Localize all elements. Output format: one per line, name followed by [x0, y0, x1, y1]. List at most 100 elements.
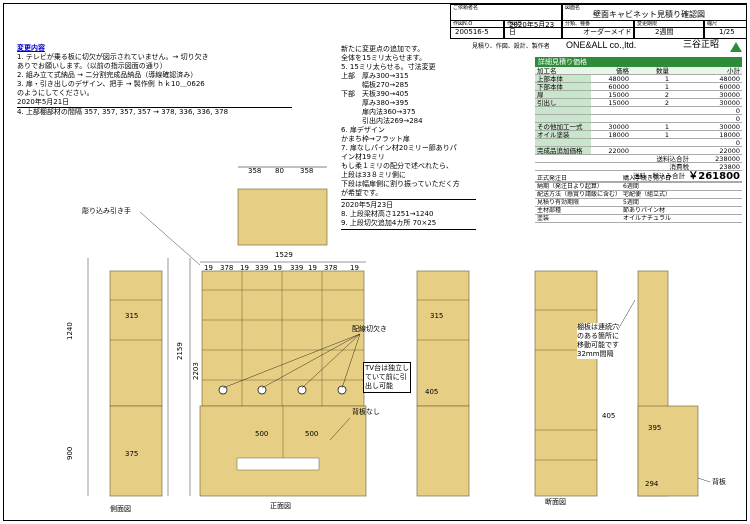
- dim-top-358a: 358: [248, 167, 261, 175]
- price-cell: 0: [735, 115, 740, 122]
- dim-col: 19: [350, 264, 359, 272]
- note-line: 下段は幅扉側に割り振っていただく方: [341, 180, 460, 188]
- price-cell: 扉: [535, 91, 591, 98]
- drawing-name-cell: 図面名 壁面キャビネット見積り確認図: [562, 4, 747, 28]
- scale-label: 縮尺: [707, 21, 718, 27]
- price-cell: 1: [664, 83, 669, 90]
- price-cell: 1: [664, 75, 669, 82]
- note-line: 厚み380→395: [341, 99, 409, 107]
- price-cell: オイル塗装: [535, 131, 591, 138]
- note-line: 引出内法269→284: [341, 117, 423, 125]
- scale-cell: 縮尺 1/25: [704, 20, 747, 39]
- dim-sec-w: 395: [648, 424, 661, 432]
- price-row: 0: [535, 115, 742, 123]
- price-cell: 完成品追加価格: [535, 147, 591, 154]
- price-cell: 18000: [719, 131, 740, 138]
- drawing-no-label: 作図N.O: [453, 21, 473, 27]
- dim-overall: 2203: [192, 362, 200, 380]
- dim-top-358b: 358: [300, 167, 313, 175]
- note-line: が希望です。: [341, 189, 383, 197]
- note-line: 2020年5月23日: [341, 201, 394, 209]
- spec-table: 正式発注日購入手続き完了日納期（発注日より起算）6週間配送方法（懸賞り請飯に含む…: [535, 175, 742, 223]
- note-line: 新たに変更点の追加です。: [341, 45, 425, 53]
- category-label: 分類、種番: [565, 21, 591, 27]
- total: ￥261800: [688, 171, 740, 181]
- section-view-3: [637, 405, 699, 497]
- dim-top-80: 80: [275, 167, 284, 175]
- notes-heading: 変更内容: [17, 44, 45, 52]
- dim-col: 19: [204, 264, 213, 272]
- right-tower-lower: [416, 405, 470, 497]
- drawing-date: 2020年5月23日: [509, 20, 555, 37]
- spec-value: オイルナチュラル: [623, 215, 672, 222]
- drawing-no-cell: 作図N.O 200516-5: [450, 20, 504, 39]
- drawing-name: 壁面キャビネット見積り確認図: [593, 10, 705, 20]
- col-header: 価格: [616, 67, 629, 74]
- drawing-no: 200516-5: [455, 28, 489, 37]
- spec-value: 6週間: [623, 183, 639, 190]
- note-line: 4. 上部棚部材の間隔 357, 357, 357, 357 → 378, 33…: [17, 108, 229, 116]
- price-cell: 48000: [608, 75, 629, 82]
- price-row: 0: [535, 139, 742, 147]
- note-line: 全体を15ミリ太らせます。: [341, 54, 427, 62]
- tv-separate-label: TV台は独立し ていて前に引 出し可能: [363, 362, 412, 393]
- dim-col: 378: [324, 264, 337, 272]
- spec-value: 宅配便（組立式）: [623, 191, 672, 198]
- designer-name: 三谷正昭: [683, 40, 720, 50]
- dim-col: 339: [290, 264, 303, 272]
- price-cell: 22000: [608, 147, 629, 154]
- note-line: もし柔１ミリの配分で述べれたら、: [341, 162, 453, 170]
- no-back-label: 背板なし: [352, 408, 380, 416]
- drawing-frame: [3, 3, 747, 521]
- price-cell: 60000: [608, 83, 629, 90]
- date-label: 作図日: [507, 21, 523, 27]
- subtotal-label: 送料込合計: [656, 155, 690, 162]
- client-cell: ご依頼者名: [450, 4, 562, 28]
- spec-row: 主材部種節ありパイン材: [535, 207, 742, 215]
- price-cell: [535, 139, 591, 146]
- price-cell: [535, 107, 591, 114]
- price-cell: 下部本体: [535, 83, 591, 90]
- note-line: 6. 扉デザイン: [341, 126, 385, 134]
- col-header: 小計: [727, 67, 740, 74]
- dim-h: 1240: [66, 322, 74, 340]
- category: オーダーメイド: [583, 28, 632, 37]
- price-row: 下部本体 60000 1 60000: [535, 83, 742, 91]
- dim-drawer: 500: [255, 430, 268, 438]
- dim-side-width: 315: [125, 312, 138, 320]
- lead: 2週間: [655, 28, 674, 37]
- dim-col: 378: [220, 264, 233, 272]
- price-cell: 18000: [608, 131, 629, 138]
- top-box-view: [237, 188, 328, 246]
- price-cell: 60000: [719, 83, 740, 90]
- total-label: 送料・税込み合計: [633, 172, 685, 180]
- price-cell: 0: [735, 139, 740, 146]
- spec-label: 納期（発注日より起算）: [537, 183, 603, 190]
- dim-top-width: 1529: [275, 251, 293, 259]
- price-header: 詳細見積り価格: [535, 57, 742, 67]
- price-cell: 2: [664, 99, 669, 106]
- company-name: ONE&ALL co.,ltd.: [566, 40, 637, 50]
- price-cell: 30000: [608, 123, 629, 130]
- price-cell: 48000: [719, 75, 740, 82]
- note-line: 幅板270→285: [341, 81, 409, 89]
- spec-label: 主材部種: [537, 207, 562, 214]
- dim-side-lower: 375: [125, 450, 138, 458]
- section-view-label: 断面図: [545, 498, 566, 506]
- spec-row: 納期（発注日より起算） 6週間: [535, 183, 742, 191]
- note-line: 7. 扉なしパイン材20ミリー節ありパ: [341, 144, 457, 152]
- upper-cabinet: [201, 270, 365, 407]
- notes-mid: 新たに変更点の追加です。 全体を15ミリ太らせます。 5. 15ミリ太らせる。寸…: [341, 45, 460, 198]
- spec-value: 購入手続き完了日: [623, 175, 672, 182]
- note-line: 9. 上段切欠追加4カ所 70×25: [341, 219, 437, 227]
- note-line: 上段は33８ミリ側に: [341, 171, 406, 179]
- note-line: 5. 15ミリ太らせる。寸法変更: [341, 63, 436, 71]
- note-line: 2. 組み立て式納品 → 二分割完成品納品（導線確認済み）: [17, 71, 198, 79]
- dim-col: 339: [255, 264, 268, 272]
